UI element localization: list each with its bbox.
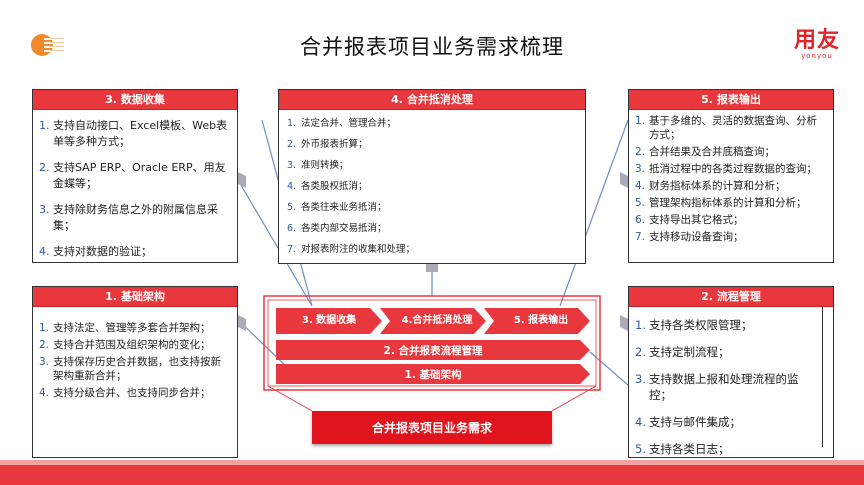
list-item: 6.各类内部交易抵消；: [287, 223, 387, 234]
connector-arrow: [426, 264, 438, 272]
box-report-output: 5. 报表输出 1.基于多维的、灵活的数据查询、分析方式； 2.合并结果及合并底…: [628, 89, 834, 263]
item-list: 1.支持各类权限管理； 2.支持定制流程； 3.支持数据上报和处理流程的监控； …: [629, 307, 823, 456]
list-item: 4.支持对数据的验证；: [39, 245, 152, 258]
list-item: 5.支持各类日志；: [635, 442, 730, 456]
brand-sub: yonyou: [801, 52, 833, 60]
connector-arrow: [620, 315, 628, 331]
item-list: 1.支持自动接口、Excel模板、Web表单等多种方式； 2.支持SAP ERP…: [33, 110, 237, 260]
list-item: 4.财务指标体系的计算和分析；: [635, 180, 786, 192]
list-item: 3.支持保存历史合并数据，也支持按新架构重新合并；: [39, 356, 221, 382]
box-header: 3. 数据收集: [33, 90, 237, 110]
list-item: 7.支持移动设备查询；: [635, 231, 744, 243]
item-list: 1.法定合并、管理合并； 2.外币报表折算； 3.准则转换； 4.各类股权抵消；…: [279, 110, 585, 257]
list-item: 1.支持自动接口、Excel模板、Web表单等多种方式；: [39, 119, 228, 148]
list-item: 2.支持定制流程；: [635, 345, 730, 359]
box-elimination: 4. 合并抵消处理 1.法定合并、管理合并； 2.外币报表折算； 3.准则转换；…: [278, 89, 586, 264]
footer-band-light: [0, 460, 864, 466]
bar-infrastructure: 1. 基础架构: [276, 364, 590, 384]
list-item: 3.支持除财务信息之外的附属信息采集；: [39, 203, 218, 232]
box-data-collection: 3. 数据收集 1.支持自动接口、Excel模板、Web表单等多种方式； 2.支…: [32, 89, 238, 263]
connector-arrow: [620, 172, 628, 188]
list-item: 1.法定合并、管理合并；: [287, 118, 397, 129]
center-frame-inner: [267, 299, 597, 387]
frame-link: [551, 385, 597, 412]
connector-arrow: [238, 315, 246, 331]
list-item: 2.支持SAP ERP、Oracle ERP、用友金蝶等；: [39, 161, 226, 190]
item-list: 1.基于多维的、灵活的数据查询、分析方式； 2.合并结果及合并底稿查询； 3.抵…: [629, 110, 833, 244]
frame-link: [267, 385, 313, 412]
box-infrastructure: 1. 基础架构 1.支持法定、管理等多套合并架构； 2.支持合并范围及组织架构的…: [32, 286, 238, 458]
arrow-report-output: 5. 报表输出: [484, 308, 590, 334]
list-item: 3.支持数据上报和处理流程的监控；: [635, 372, 799, 402]
list-item: 3.抵消过程中的各类过程数据的查询；: [635, 163, 817, 175]
base-requirements: 合并报表项目业务需求: [312, 411, 552, 444]
box-header: 4. 合并抵消处理: [279, 90, 585, 110]
center-frame: [263, 295, 601, 391]
connector-line: [559, 119, 629, 307]
box-process-management: 2. 流程管理 1.支持各类权限管理； 2.支持定制流程； 3.支持数据上报和处…: [628, 286, 834, 458]
page-title: 合并报表项目业务需求梳理: [300, 35, 564, 59]
box-header: 1. 基础架构: [33, 287, 237, 307]
list-item: 4.支持与邮件集成；: [635, 415, 741, 429]
arrow-elimination: 4.合并抵消处理: [380, 308, 486, 334]
footer-band: [0, 465, 864, 485]
list-item: 2.外币报表折算；: [287, 139, 368, 150]
list-item: 4.支持分级合并、也支持同步合并；: [39, 387, 211, 399]
list-item: 2.支持合并范围及组织架构的变化；: [39, 339, 211, 351]
bar-process-management: 2. 合并报表流程管理: [276, 340, 590, 360]
brand-name: 用友: [793, 28, 840, 53]
list-item: 1.基于多维的、灵活的数据查询、分析方式；: [635, 115, 817, 141]
list-item: 5.各类往来业务抵消；: [287, 202, 387, 213]
connector-arrow: [238, 172, 246, 188]
item-list: 1.支持法定、管理等多套合并架构； 2.支持合并范围及组织架构的变化； 3.支持…: [33, 307, 237, 400]
logo-circle-icon: [31, 34, 66, 56]
list-item: 3.准则转换；: [287, 160, 349, 171]
connector-line: [237, 179, 313, 307]
box-header: 2. 流程管理: [629, 287, 833, 307]
list-item: 5.管理架构指标体系的计算和分析；: [635, 197, 807, 209]
list-item: 4.各类股权抵消；: [287, 181, 368, 192]
brand-logo: 用友 yonyou: [794, 30, 840, 61]
list-item: 7.对报表附注的收集和处理；: [287, 244, 416, 255]
box-header: 5. 报表输出: [629, 90, 833, 110]
list-item: 2.合并结果及合并底稿查询；: [635, 146, 775, 158]
list-item: 1.支持各类权限管理；: [635, 318, 753, 332]
list-item: 6.支持导出其它格式；: [635, 214, 744, 226]
list-item: 1.支持法定、管理等多套合并架构；: [39, 322, 211, 334]
arrow-data-collection: 3. 数据收集: [276, 308, 382, 334]
